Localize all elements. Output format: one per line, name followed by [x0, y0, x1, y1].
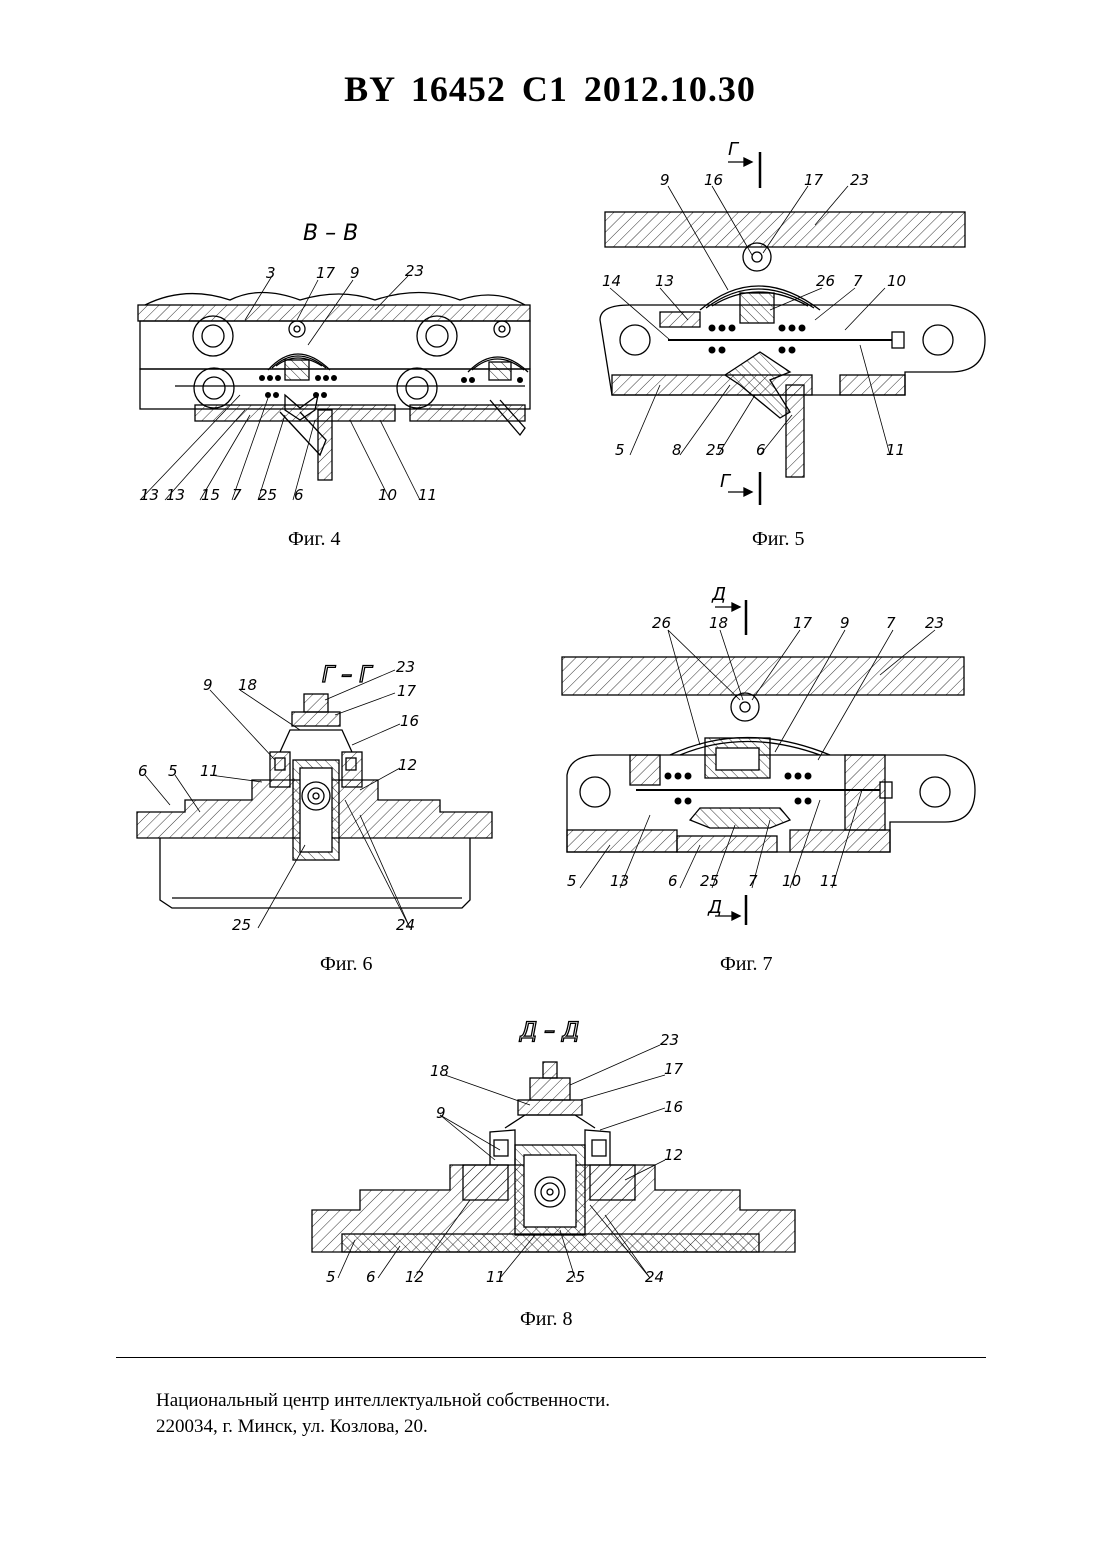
fig6-label: 5 — [168, 762, 178, 780]
cut-mark-bottom-fig7: Д — [707, 897, 722, 918]
figure-8: Д – Д — [312, 1019, 795, 1252]
fig4-label: 17 — [316, 264, 336, 282]
fig4-label-text: 3 17 9 23 13 13 15 7 25 6 10 11 — [140, 262, 437, 504]
fig7-label: 9 — [840, 614, 850, 632]
fig7-label: 18 — [709, 614, 728, 632]
fig6-label: 6 — [138, 762, 148, 780]
fig5-label: 9 — [660, 171, 670, 189]
fig4-label: 23 — [405, 262, 424, 280]
figure-4: В – В — [138, 221, 530, 480]
cut-mark-top-fig7: Д — [711, 584, 726, 605]
fig6-label: 12 — [398, 756, 417, 774]
footer-address: 220034, г. Минск, ул. Козлова, 20. — [156, 1414, 610, 1440]
fig8-label: 12 — [405, 1268, 424, 1286]
fig5-label: 14 — [602, 272, 621, 290]
fig8-label: 18 — [430, 1062, 449, 1080]
fig4-label: 13 — [140, 486, 159, 504]
fig8-label: 23 — [660, 1031, 679, 1049]
footer-divider — [116, 1357, 986, 1358]
fig8-label: 25 — [566, 1268, 585, 1286]
fig4-label: 25 — [258, 486, 277, 504]
fig8-label: 11 — [486, 1268, 505, 1286]
figure-5-caption: Фиг. 5 — [752, 528, 804, 551]
fig8-label: 5 — [326, 1268, 336, 1286]
fig5-label: 6 — [756, 441, 766, 459]
fig5-label: 11 — [886, 441, 905, 459]
fig4-label: 9 — [350, 264, 360, 282]
fig5-label: 25 — [706, 441, 725, 459]
figure-6: Г – Г — [137, 663, 492, 908]
fig7-label: 7 — [748, 872, 758, 890]
cut-mark-bottom-fig5: Г — [720, 471, 732, 492]
section-label-fig8: Д – Д — [519, 1019, 579, 1044]
fig8-label: 24 — [645, 1268, 664, 1286]
fig7-label: 17 — [793, 614, 813, 632]
footer-organization: Национальный центр интеллектуальной собс… — [156, 1388, 610, 1414]
figure-7-caption: Фиг. 7 — [720, 953, 772, 976]
fig5-label: 7 — [853, 272, 863, 290]
fig5-label: 23 — [850, 171, 869, 189]
fig7-label: 5 — [567, 872, 577, 890]
section-label-fig6: Г – Г — [322, 663, 373, 688]
fig7-label: 26 — [652, 614, 671, 632]
fig7-label: 6 — [668, 872, 678, 890]
fig7-label: 25 — [700, 872, 719, 890]
fig8-label: 17 — [664, 1060, 684, 1078]
fig6-label: 16 — [400, 712, 419, 730]
fig6-label: 11 — [200, 762, 219, 780]
fig4-label: 6 — [294, 486, 304, 504]
fig4-label: 11 — [418, 486, 437, 504]
fig8-label: 16 — [664, 1098, 683, 1116]
fig6-label: 18 — [238, 676, 257, 694]
fig8-label: 9 — [436, 1104, 446, 1122]
fig8-label: 6 — [366, 1268, 376, 1286]
fig4-label: 7 — [232, 486, 242, 504]
fig6-label: 23 — [396, 658, 415, 676]
figure-6-caption: Фиг. 6 — [320, 953, 372, 976]
footer-block: Национальный центр интеллектуальной собс… — [156, 1388, 610, 1440]
fig5-label: 8 — [672, 441, 682, 459]
figure-8-caption: Фиг. 8 — [520, 1308, 572, 1331]
figure-5: Г Г — [600, 139, 985, 505]
fig7-label: 7 — [886, 614, 896, 632]
fig4-label: 10 — [378, 486, 397, 504]
fig6-label: 17 — [397, 682, 417, 700]
fig7-label: 13 — [610, 872, 629, 890]
fig7-label: 10 — [782, 872, 801, 890]
figure-4-caption: Фиг. 4 — [288, 528, 340, 551]
section-label-fig4: В – В — [303, 221, 358, 246]
fig4-label: 3 — [266, 264, 276, 282]
fig7-label: 23 — [925, 614, 944, 632]
cut-mark-top-fig5: Г — [728, 139, 740, 160]
fig8-label: 12 — [664, 1146, 683, 1164]
fig6-label: 24 — [396, 916, 415, 934]
fig5-label: 10 — [887, 272, 906, 290]
fig7-label: 11 — [820, 872, 839, 890]
fig5-label: 16 — [704, 171, 723, 189]
fig4-label: 13 — [166, 486, 185, 504]
fig4-label: 15 — [201, 486, 220, 504]
fig5-label: 26 — [816, 272, 835, 290]
fig5-label: 5 — [615, 441, 625, 459]
fig6-label: 9 — [203, 676, 213, 694]
fig5-label: 17 — [804, 171, 824, 189]
fig5-label: 13 — [655, 272, 674, 290]
fig6-label: 25 — [232, 916, 251, 934]
